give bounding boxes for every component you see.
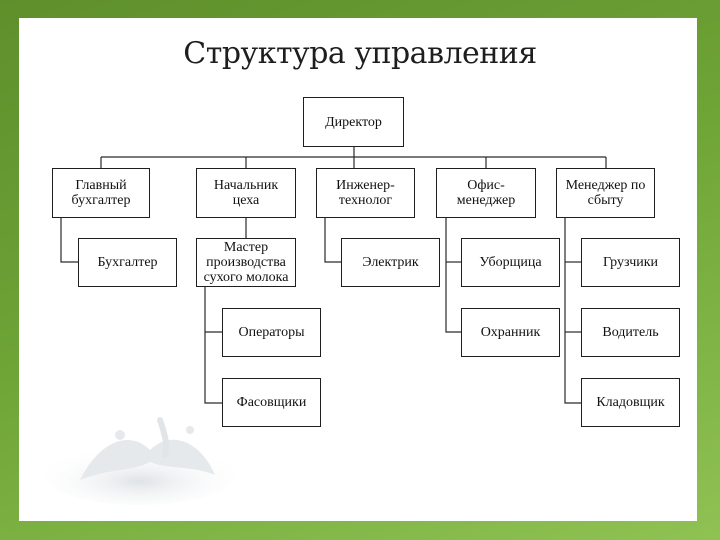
milk-splash-image [45, 417, 235, 505]
node-director: Директор [303, 97, 404, 147]
node-driver: Водитель [581, 308, 680, 357]
node-dry-milk-master: Мастер производства сухого молока [196, 238, 296, 287]
node-packers: Фасовщики [222, 378, 321, 427]
node-sales-manager: Менеджер по сбыту [556, 168, 655, 218]
node-shop-head: Начальник цеха [196, 168, 296, 218]
node-accountant: Бухгалтер [78, 238, 177, 287]
node-guard: Охранник [461, 308, 560, 357]
node-cleaner: Уборщица [461, 238, 560, 287]
node-engineer: Инженер-технолог [316, 168, 415, 218]
node-storekeeper: Кладовщик [581, 378, 680, 427]
page-title: Структура управления [183, 36, 537, 71]
node-operators: Операторы [222, 308, 321, 357]
node-chief-accountant: Главный бухгалтер [52, 168, 150, 218]
node-electrician: Электрик [341, 238, 440, 287]
node-office-manager: Офис-менеджер [436, 168, 536, 218]
node-loaders: Грузчики [581, 238, 680, 287]
